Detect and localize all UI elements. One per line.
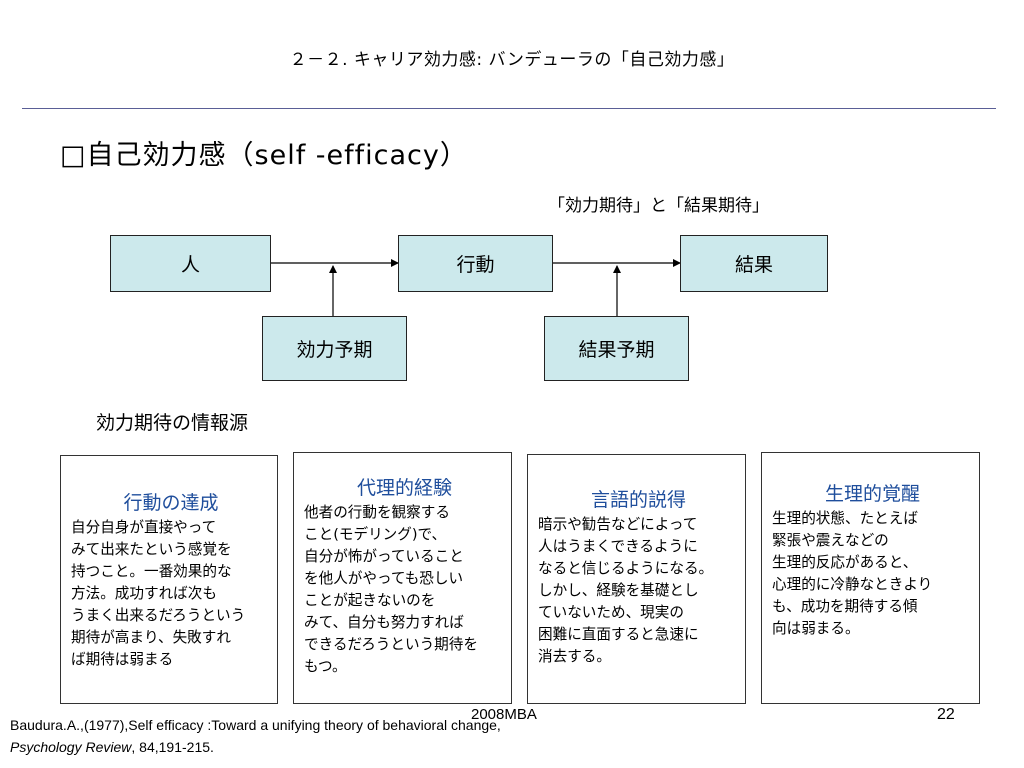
slide-header-title: ２－２. キャリア効力感: バンデューラの「自己効力感」 xyxy=(289,50,735,70)
section-title: □自己効力感（self -efficacy） xyxy=(60,140,468,171)
card-body: 暗示や勧告などによって 人はうまくできるように なると信じるようになる。 しかし… xyxy=(538,516,714,665)
reference-volume: , 84,191-215. xyxy=(131,739,214,755)
node-outcome-expectation: 結果予期 xyxy=(544,316,689,381)
node-result: 結果 xyxy=(680,235,828,292)
card-body: 生理的状態、たとえば 緊張や震えなどの 生理的反応があると、 心理的に冷静なとき… xyxy=(772,510,933,637)
reference-line-2: Psychology Review, 84,191-215. xyxy=(10,736,501,758)
diagram-label: 「効力期待」と「結果期待」 xyxy=(548,196,769,216)
card-title: 代理的経験 xyxy=(356,477,452,499)
card-body: 自分自身が直接やって みて出来たという感覚を 持つこと。一番効果的な 方法。成功… xyxy=(71,519,246,668)
source-card-mastery: 行動の達成 自分自身が直接やって みて出来たという感覚を 持つこと。一番効果的な… xyxy=(60,455,278,704)
sources-title: 効力期待の情報源 xyxy=(96,412,249,434)
reference-journal: Psychology Review xyxy=(10,739,132,755)
node-efficacy-expectation: 効力予期 xyxy=(262,316,407,381)
card-title: 行動の達成 xyxy=(123,492,219,514)
source-card-vicarious: 代理的経験 他者の行動を観察する こと(モデリング)で、 自分が怖がっていること… xyxy=(293,452,512,704)
node-action: 行動 xyxy=(398,235,553,292)
card-body: 他者の行動を観察する こと(モデリング)で、 自分が怖がっていること を他人がや… xyxy=(304,504,478,675)
reference-line-1: Baudura.A.,(1977),Self efficacy :Toward … xyxy=(10,717,501,733)
node-person: 人 xyxy=(110,235,271,292)
header-divider xyxy=(22,108,996,109)
footer-watermark: 2008MBA xyxy=(471,706,537,723)
page-number: 22 xyxy=(937,706,955,723)
card-title: 言語的説得 xyxy=(590,489,686,511)
source-card-physiological-arousal: 生理的覚醒 生理的状態、たとえば 緊張や震えなどの 生理的反応があると、 心理的… xyxy=(761,452,980,704)
card-title: 生理的覚醒 xyxy=(824,483,920,505)
source-card-verbal-persuasion: 言語的説得 暗示や勧告などによって 人はうまくできるように なると信じるようにな… xyxy=(527,454,746,704)
reference-citation: Baudura.A.,(1977),Self efficacy :Toward … xyxy=(10,714,501,758)
